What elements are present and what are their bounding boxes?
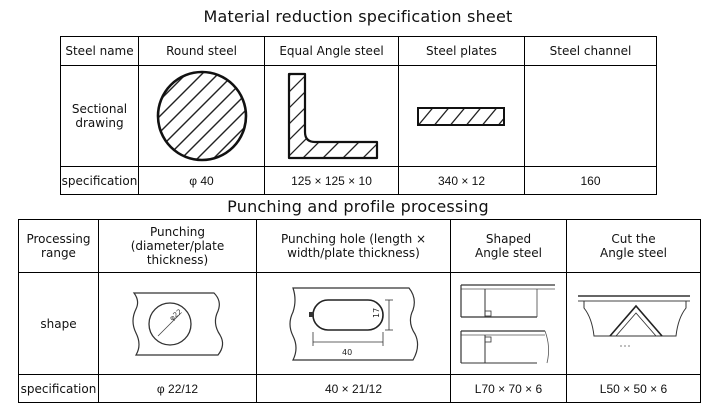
round-steel-drawing-cell [138,65,265,167]
table1-drawing-row: Sectional drawing [60,65,657,167]
header-processing-range: Processing range [18,219,99,273]
equal-angle-section-drawing [287,72,378,160]
header-shaped-angle-steel: Shaped Angle steel [450,219,567,273]
material-reduction-table: Steel name Round steel Equal Angle steel… [60,36,657,195]
row-label-shape: shape [18,272,99,375]
shaped-angle-drawing-cell [450,272,567,375]
header-steel-channel: Steel channel [524,36,657,66]
spec-steel-plates: 340 × 12 [398,166,525,195]
steel-channel-drawing-cell [524,65,657,167]
hole-length-label: 40 [342,348,352,357]
row-label-specification: specification [60,166,139,195]
shaped-angle-steel-drawing [459,283,555,363]
table1-spec-row: specification φ 40 125 × 125 × 10 340 × … [60,166,657,195]
equal-angle-steel-drawing-cell [264,65,399,167]
header-round-steel: Round steel [138,36,265,66]
table1-header-row: Steel name Round steel Equal Angle steel… [60,36,657,66]
header-punching-hole: Punching hole (length × width/plate thic… [256,219,451,273]
header-cut-angle-steel: Cut the Angle steel [566,219,701,273]
row-label-sectional-drawing: Sectional drawing [60,65,139,167]
round-steel-section-drawing [156,70,247,162]
table2-spec-row: specification φ 22/12 40 × 21/12 L70 × 7… [18,374,701,403]
punching-hole-drawing: 17 40 [288,286,418,361]
steel-plate-section-drawing [416,107,505,126]
header-punching: Punching (diameter/plate thickness) [98,219,257,273]
hole-width-label: 17 [372,307,381,317]
header-steel-name: Steel name [60,36,139,66]
row-label-specification-2: specification [18,374,99,403]
spec-punching-hole: 40 × 21/12 [256,374,451,403]
punching-profile-table: Processing range Punching (diameter/plat… [18,219,701,403]
header-steel-plates: Steel plates [398,36,525,66]
spec-punching: φ 22/12 [98,374,257,403]
spec-round-steel: φ 40 [138,166,265,195]
spec-steel-channel: 160 [524,166,657,195]
punching-drawing-cell: φ22 [98,272,257,375]
cut-angle-drawing-cell [566,272,701,375]
sheet1-title: Material reduction specification sheet [203,7,513,26]
table2-shape-row: shape φ22 17 40 [18,272,701,375]
spec-shaped-angle-steel: L70 × 70 × 6 [450,374,567,403]
steel-plate-drawing-cell [398,65,525,167]
spec-equal-angle-steel: 125 × 125 × 10 [264,166,399,195]
sheet2-title: Punching and profile processing [227,197,489,216]
table2-header-row: Processing range Punching (diameter/plat… [18,219,701,273]
punch-diameter-label: φ22 [168,307,184,322]
header-equal-angle-steel: Equal Angle steel [264,36,399,66]
punching-plate-drawing: φ22 [131,291,223,356]
spec-cut-angle-steel: L50 × 50 × 6 [566,374,701,403]
cut-angle-steel-drawing [577,294,690,346]
punching-hole-drawing-cell: 17 40 [256,272,451,375]
